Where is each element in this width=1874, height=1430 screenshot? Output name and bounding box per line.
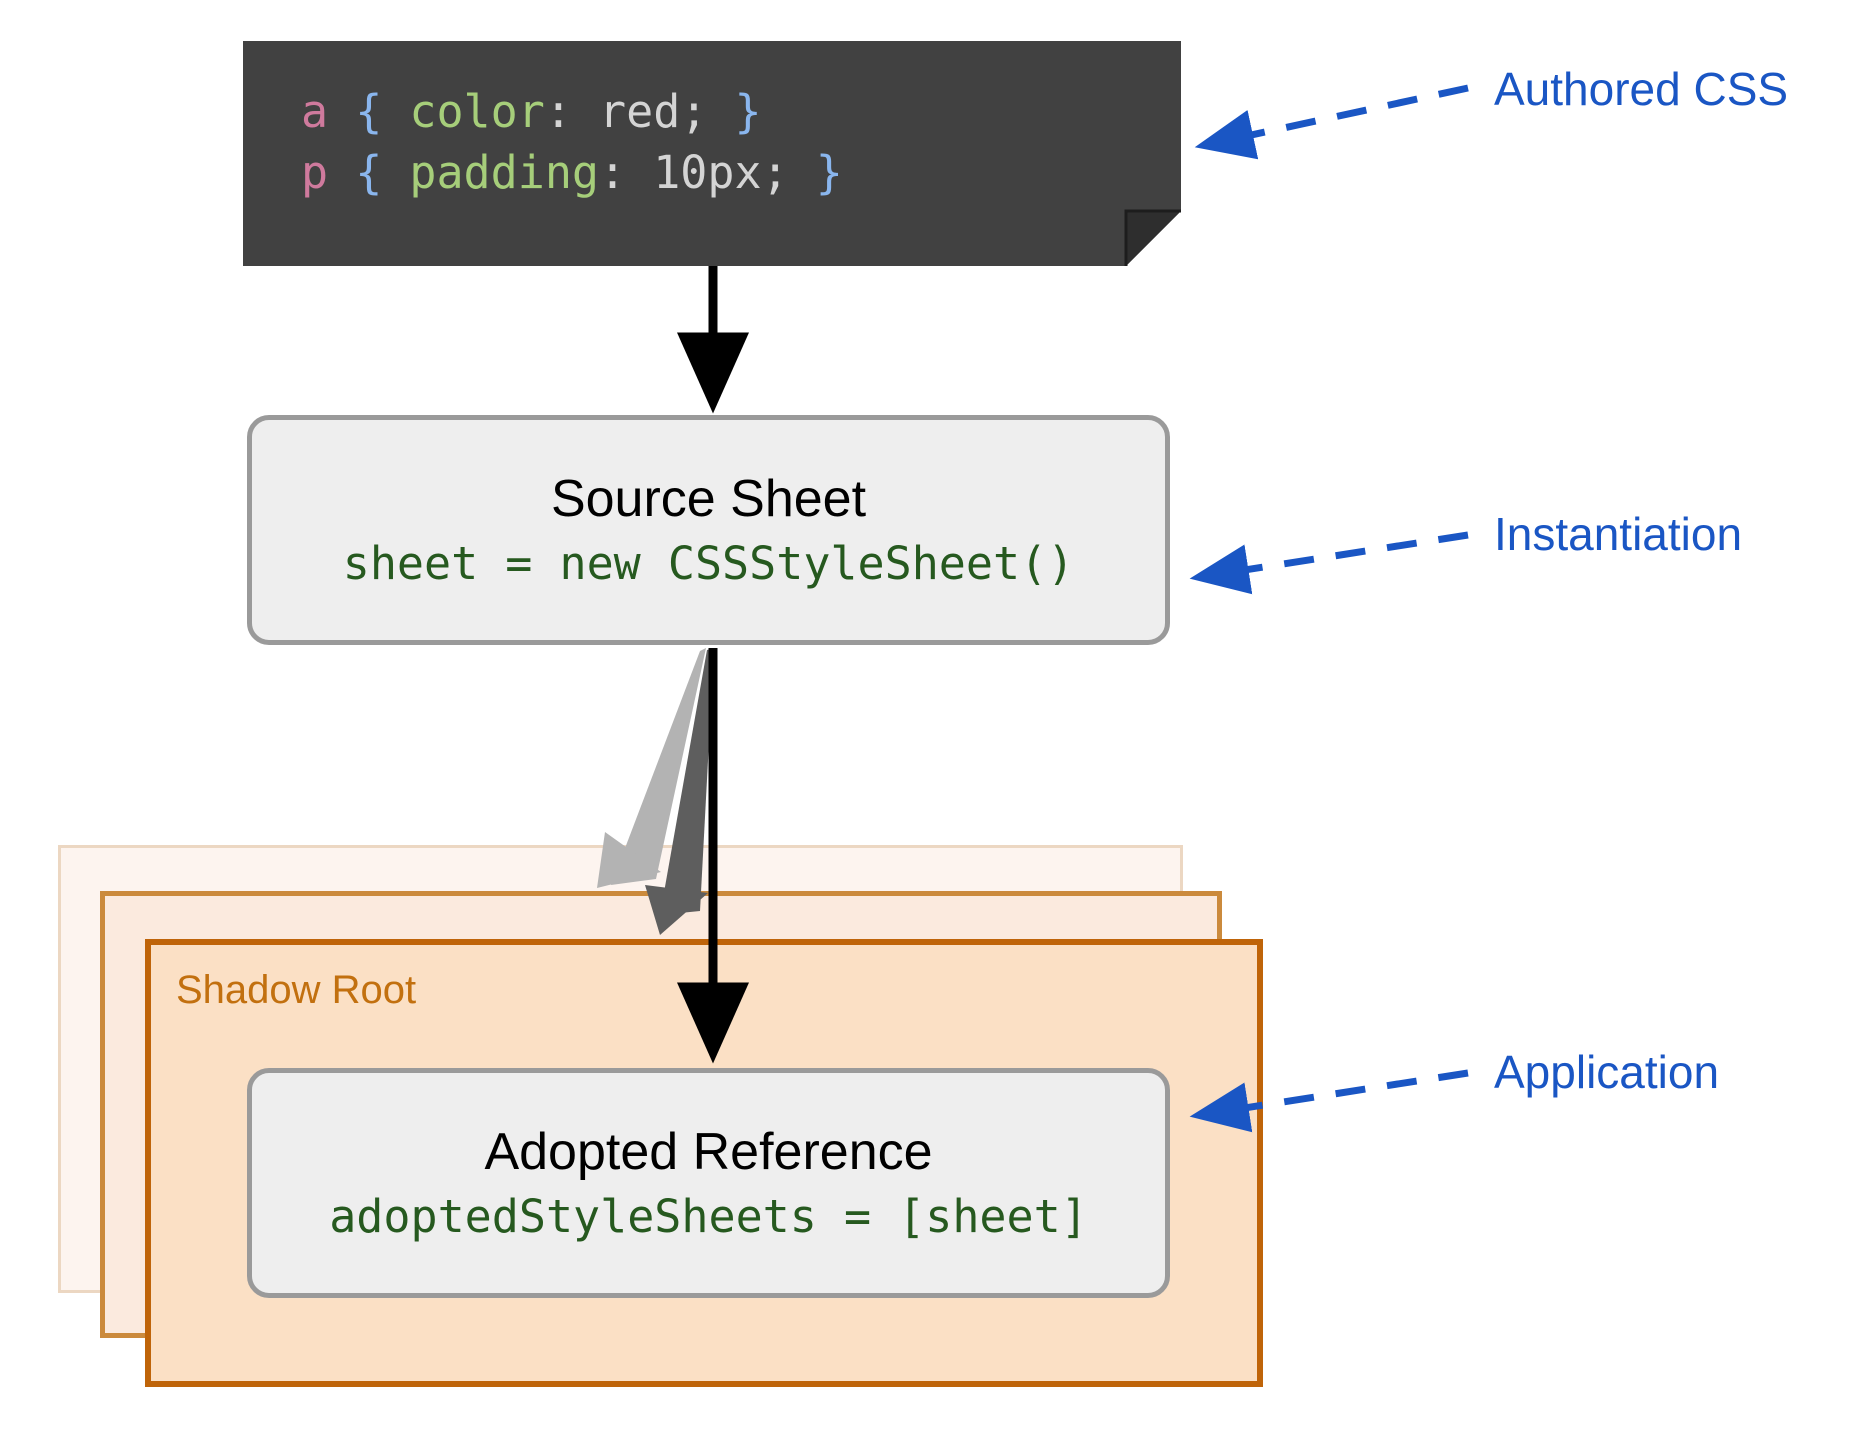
source-sheet-code: sheet = new CSSStyleSheet() (342, 537, 1075, 591)
adopted-reference-code: adoptedStyleSheets = [sheet] (329, 1190, 1088, 1244)
shadow-root-label: Shadow Root (176, 968, 417, 1012)
css-colon-2: : (599, 146, 627, 199)
code-note-text: a { color: red; } p { padding: 10px; } (301, 81, 843, 203)
css-colon-1: : (544, 85, 572, 138)
css-semicolon-1: ; (680, 85, 708, 138)
annotation-label-instantiation: Instantiation (1494, 508, 1743, 560)
annotation-label-authored-css: Authored CSS (1494, 63, 1789, 115)
css-close-brace-2: } (815, 146, 843, 199)
authored-css-code-note: a { color: red; } p { padding: 10px; } (243, 41, 1181, 266)
css-open-brace-1: { (355, 85, 383, 138)
css-selector-a: a (301, 85, 329, 138)
css-open-brace-2: { (355, 146, 383, 199)
css-property-padding: padding (409, 146, 600, 199)
code-note-shape (243, 41, 1181, 266)
css-close-brace-1: } (734, 85, 762, 138)
source-sheet-title: Source Sheet (550, 469, 867, 528)
css-value-red: red (599, 85, 681, 138)
css-property-color: color (409, 85, 545, 138)
annotation-label-application: Application (1494, 1046, 1720, 1098)
adopted-reference-title: Adopted Reference (484, 1122, 933, 1181)
css-selector-p: p (301, 146, 329, 199)
css-value-10px: 10px (653, 146, 762, 199)
annotation-line-authored-css (1194, 84, 1469, 160)
source-sheet-node: Source Sheet sheet = new CSSStyleSheet() (247, 415, 1170, 645)
css-semicolon-2: ; (761, 146, 789, 199)
adopted-reference-node: Adopted Reference adoptedStyleSheets = [… (247, 1068, 1170, 1298)
annotation-line-instantiation (1189, 531, 1469, 595)
